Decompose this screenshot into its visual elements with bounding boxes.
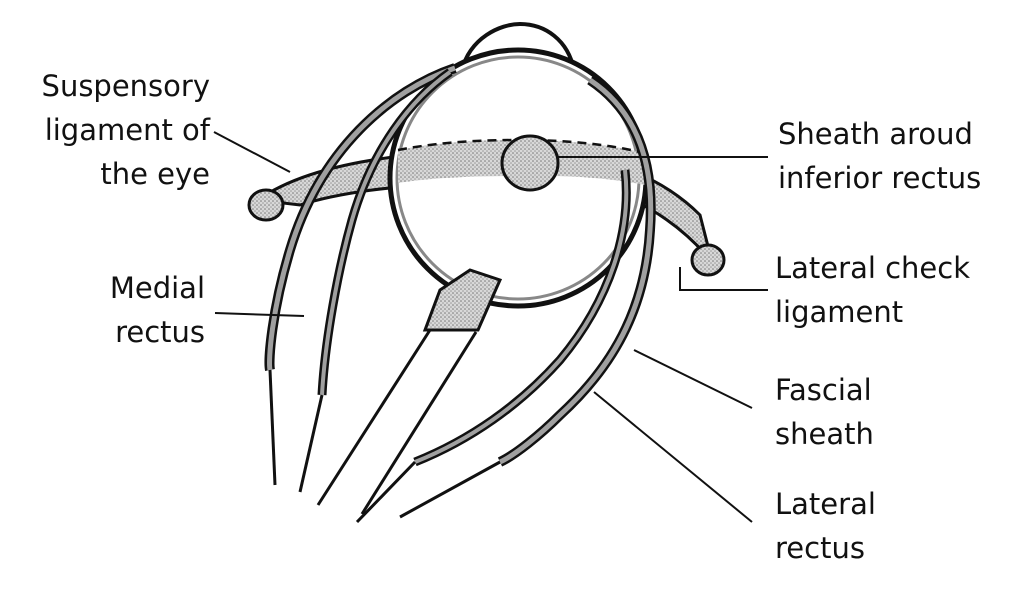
label-sheath-line-1: Sheath aroud — [778, 117, 973, 151]
optic-nerve-line-b — [360, 331, 478, 515]
lateral-rectus-line — [355, 460, 417, 524]
leader-lateral-check — [679, 267, 768, 291]
leader-lateral-rectus — [593, 391, 753, 523]
optic-nerve-sheath — [422, 268, 503, 332]
label-medial-rectus: Medial rectus — [70, 266, 205, 354]
label-fascial-line-1: Fascial — [775, 373, 872, 407]
leader-fascial — [633, 349, 753, 409]
optic-nerve-line-a — [316, 329, 432, 506]
leader-medial-rectus — [214, 312, 305, 317]
label-suspensory-line-1: Suspensory — [41, 69, 210, 103]
lateral-fascial-line — [399, 460, 501, 519]
label-lateral-check-ligament: Lateral check ligament — [775, 246, 1015, 334]
label-suspensory-line-2: ligament of — [44, 113, 210, 147]
label-lateral-rectus-line-1: Lateral — [775, 487, 876, 521]
label-suspensory-line-3: the eye — [100, 157, 210, 191]
medial-ligament-knob — [247, 188, 285, 222]
medial-fascial-line — [268, 369, 277, 486]
label-suspensory-ligament: Suspensory ligament of the eye — [20, 64, 210, 196]
label-sheath-inferior-rectus: Sheath aroud inferior rectus — [778, 112, 1014, 200]
label-lateral-check-line-2: ligament — [775, 295, 904, 329]
label-fascial-sheath: Fascial sheath — [775, 368, 975, 456]
label-lateral-rectus: Lateral rectus — [775, 482, 975, 570]
label-medial-line-1: Medial — [109, 271, 205, 305]
leader-suspensory — [213, 131, 291, 173]
label-medial-line-2: rectus — [115, 315, 205, 349]
label-lateral-check-line-1: Lateral check — [775, 251, 971, 285]
lateral-ligament-knob — [690, 243, 726, 277]
cornea — [460, 21, 576, 71]
label-fascial-line-2: sheath — [775, 417, 874, 451]
label-sheath-line-2: inferior rectus — [778, 161, 982, 195]
inferior-rectus-sheath — [500, 134, 560, 192]
medial-rectus-line — [298, 394, 324, 493]
label-lateral-rectus-line-2: rectus — [775, 531, 865, 565]
